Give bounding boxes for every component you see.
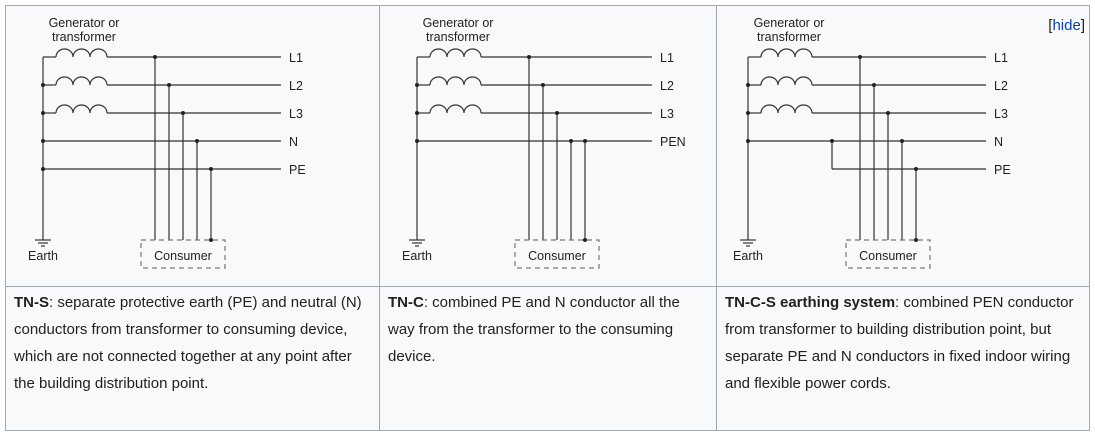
generator-label: transformer (52, 30, 116, 44)
caption-tn-s: TN-S: separate protective earth (PE) and… (5, 286, 380, 431)
conductor-label-l1: L1 (660, 51, 674, 65)
caption-text: : separate protective earth (PE) and neu… (14, 294, 362, 392)
junction-dot (195, 139, 199, 143)
junction-dot (41, 83, 45, 87)
junction-dot (858, 55, 862, 59)
junction-dot (415, 83, 419, 87)
junction-dot (746, 83, 750, 87)
conductor-label-l3: L3 (994, 107, 1008, 121)
generator-label: Generator or (423, 16, 494, 30)
transformer-coil (429, 76, 482, 86)
conductor-label-n: N (289, 135, 298, 149)
junction-dot (41, 111, 45, 115)
hide-link[interactable]: hide (1052, 17, 1081, 34)
conductor-label-pe: PE (289, 163, 306, 177)
consumer-label: Consumer (154, 249, 212, 263)
earth-label: Earth (733, 249, 763, 263)
junction-dot (746, 139, 750, 143)
consumer-box (514, 239, 600, 269)
junction-dot (914, 167, 918, 171)
transformer-coil (429, 104, 482, 114)
generator-label: transformer (757, 30, 821, 44)
caption-tn-c-s: TN-C-S earthing system: combined PEN con… (716, 286, 1090, 431)
generator-label: Generator or (49, 16, 120, 30)
junction-dot (415, 139, 419, 143)
transformer-coil (55, 48, 108, 58)
conductor-label-pe: PE (994, 163, 1011, 177)
conductor-label-l1: L1 (289, 51, 303, 65)
junction-dot (569, 139, 573, 143)
transformer-coil (760, 76, 813, 86)
conductor-label-n: N (994, 135, 1003, 149)
junction-dot (181, 111, 185, 115)
caption-term: TN-C (388, 294, 424, 311)
junction-dot (41, 139, 45, 143)
caption-text: : combined PE and N conductor all the wa… (388, 294, 680, 365)
conductor-label-pen: PEN (660, 135, 686, 149)
consumer-box (845, 239, 931, 269)
caption-tn-c: TN-C: combined PE and N conductor all th… (379, 286, 717, 431)
junction-dot (583, 139, 587, 143)
junction-dot (527, 55, 531, 59)
conductor-label-l2: L2 (660, 79, 674, 93)
generator-label: transformer (426, 30, 490, 44)
transformer-coil (760, 48, 813, 58)
conductor-label-l3: L3 (660, 107, 674, 121)
junction-dot (153, 55, 157, 59)
pe-terminal-dot (209, 238, 213, 242)
consumer-label: Consumer (528, 249, 586, 263)
conductor-label-l2: L2 (289, 79, 303, 93)
pe-terminal-dot (914, 238, 918, 242)
transformer-coil (760, 104, 813, 114)
junction-dot (900, 139, 904, 143)
junction-dot (830, 139, 834, 143)
junction-dot (746, 111, 750, 115)
junction-dot (209, 167, 213, 171)
junction-dot (872, 83, 876, 87)
junction-dot (541, 83, 545, 87)
caption-term: TN-S (14, 294, 49, 311)
earth-label: Earth (402, 249, 432, 263)
generator-label: Generator or (754, 16, 825, 30)
junction-dot (555, 111, 559, 115)
transformer-coil (429, 48, 482, 58)
caption-term: TN-C-S earthing system (725, 294, 896, 311)
transformer-coil (55, 104, 108, 114)
junction-dot (415, 111, 419, 115)
junction-dot (886, 111, 890, 115)
conductor-label-l3: L3 (289, 107, 303, 121)
pe-terminal-dot (583, 238, 587, 242)
consumer-box (140, 239, 226, 269)
hide-toggle: [hide] (1048, 17, 1085, 34)
junction-dot (41, 167, 45, 171)
earth-label: Earth (28, 249, 58, 263)
conductor-label-l2: L2 (994, 79, 1008, 93)
junction-dot (167, 83, 171, 87)
consumer-label: Consumer (859, 249, 917, 263)
caption-text: : combined PEN conductor from transforme… (725, 294, 1074, 392)
transformer-coil (55, 76, 108, 86)
conductor-label-l1: L1 (994, 51, 1008, 65)
